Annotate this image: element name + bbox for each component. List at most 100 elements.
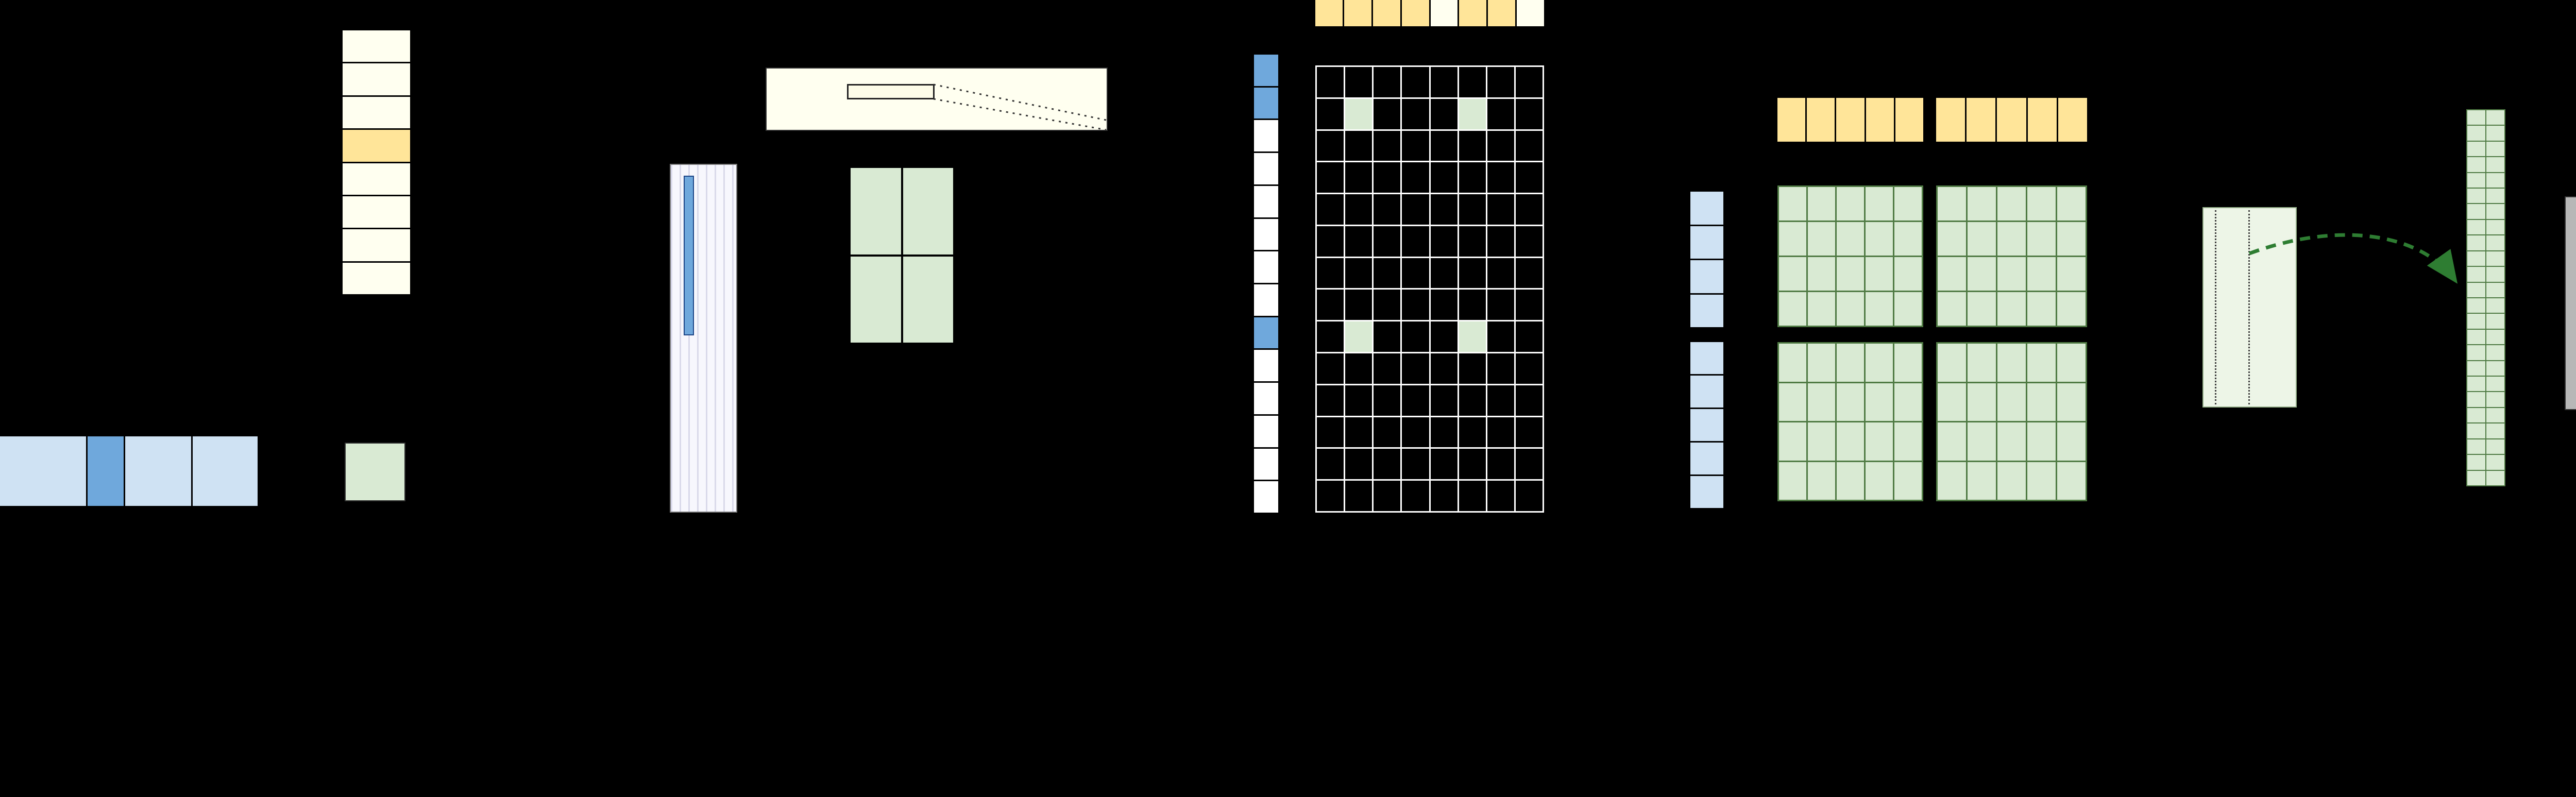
grid-cell: [1345, 226, 1372, 257]
thin-column-vector: [1254, 55, 1278, 513]
grid-cell: [1515, 258, 1543, 289]
cell: [1254, 218, 1278, 250]
grid-cell: [1402, 385, 1429, 416]
grid-cell: [2057, 222, 2086, 256]
cell: [1254, 415, 1278, 447]
grid-cell: [2467, 345, 2485, 360]
grid-cell: [1515, 481, 1543, 511]
grid-cell: [1894, 187, 1922, 221]
cell: [2058, 98, 2088, 142]
grid-cell: [1374, 226, 1401, 257]
grid-cell: [2057, 383, 2086, 421]
grid-cell: [1402, 258, 1429, 289]
grid-cell: [1345, 67, 1372, 97]
grid-cell: [2486, 329, 2504, 345]
grid-cell: [2486, 298, 2504, 313]
grid-cell: [1487, 130, 1514, 161]
grid-cell: [1997, 257, 2026, 291]
grid-cell: [1459, 353, 1486, 384]
grid-cell: [1515, 290, 1543, 320]
grid-cell: [1402, 226, 1429, 257]
grid-cell: [1837, 222, 1864, 256]
grid-cell: [1430, 162, 1458, 193]
grid-cell: [1374, 321, 1401, 352]
grid-cell: [1459, 385, 1486, 416]
cell: [1459, 0, 1487, 26]
grid-cell: [1430, 226, 1458, 257]
cell: [1967, 98, 1996, 142]
cell: [1254, 251, 1278, 283]
grid-cell: [2027, 462, 2056, 500]
cell: [1836, 98, 1865, 142]
grid-cell: [1837, 462, 1864, 500]
cell: [343, 163, 410, 195]
cell: [1344, 0, 1371, 26]
block-grid-left-upper: [1777, 185, 1923, 327]
cell: [1690, 376, 1723, 408]
grid-cell: [1402, 353, 1429, 384]
grid-cell: [2486, 141, 2504, 157]
grid-cell: [1317, 385, 1344, 416]
grid-cell: [1345, 385, 1372, 416]
grid-cell: [1808, 383, 1835, 421]
cell: [1690, 342, 1723, 374]
grid-cell: [1459, 417, 1486, 448]
grid-cell: [2486, 392, 2504, 407]
cell: [1690, 260, 1723, 293]
grid-cell: [1345, 449, 1372, 480]
cell: [1895, 98, 1924, 142]
cell: [343, 30, 410, 62]
cell: [1254, 120, 1278, 152]
cell: [0, 436, 86, 506]
highlighted-column-bar: [684, 176, 694, 335]
gray-bar: [2565, 196, 2576, 410]
grid-cell: [1779, 383, 1806, 421]
grid-cell: [2057, 344, 2086, 382]
grid-cell: [2057, 422, 2086, 461]
grid-cell: [1894, 257, 1922, 291]
grid-cell: [1430, 417, 1458, 448]
grid-cell: [1430, 194, 1458, 225]
grid-cell: [2467, 267, 2485, 282]
grid-cell: [2486, 219, 2504, 235]
grid-cell: [2467, 377, 2485, 392]
tall-thin-matrix: [2466, 109, 2505, 486]
grid-cell: [2467, 470, 2485, 485]
grid-cell: [1430, 290, 1458, 320]
grid-cell: [1317, 226, 1344, 257]
cell: [1254, 350, 1278, 382]
grid-cell: [1997, 222, 2026, 256]
column-vector-top-left: [343, 30, 410, 294]
grid-cell: [2467, 219, 2485, 235]
grid-cell: [1430, 321, 1458, 352]
grid-cell: [2467, 126, 2485, 141]
cell: [1254, 481, 1278, 513]
grid-cell: [1808, 422, 1835, 461]
grid-cell: [1779, 344, 1806, 382]
cell: [193, 436, 258, 506]
grid-cell: [1317, 194, 1344, 225]
grid-cell: [2057, 187, 2086, 221]
grid-cell: [1487, 385, 1514, 416]
grid-cell: [1515, 353, 1543, 384]
grid-cell: [1938, 292, 1966, 326]
grid-cell: [2486, 157, 2504, 172]
grid-cell: [1837, 422, 1864, 461]
grid-cell: [1866, 344, 1893, 382]
grid-cell: [2467, 408, 2485, 423]
grid-cell: [2027, 222, 2056, 256]
cell: [1777, 98, 1806, 142]
grid-cell: [2486, 314, 2504, 329]
grid-cell: [903, 256, 953, 343]
grid-cell: [1866, 422, 1893, 461]
grid-cell: [1894, 222, 1922, 256]
grid-cell: [1938, 383, 1966, 421]
grid-cell: [2486, 408, 2504, 423]
grid-cell: [2027, 187, 2056, 221]
grid-cell: [851, 256, 901, 343]
grid-cell: [1345, 162, 1372, 193]
grid-cell: [1837, 257, 1864, 291]
grid-cell: [1374, 130, 1401, 161]
grid-cell: [2486, 235, 2504, 250]
grid-cell: [1866, 383, 1893, 421]
